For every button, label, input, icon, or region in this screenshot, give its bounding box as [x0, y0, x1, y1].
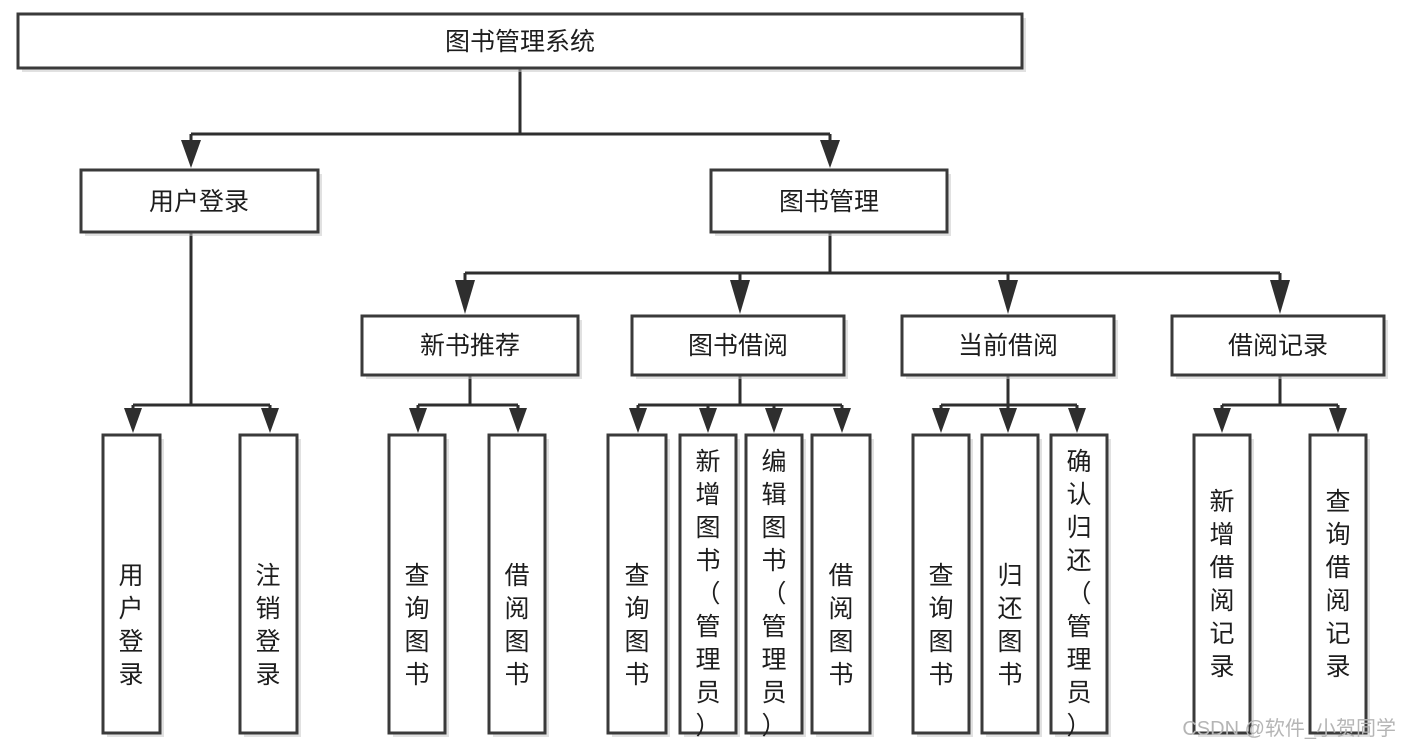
- arrow-userlogin-leaf-1: [124, 408, 142, 433]
- node-borrow-records[interactable]: 借阅记录: [1170, 314, 1388, 379]
- leaf-borrow-3-label: 编辑图书（管理员）: [761, 448, 786, 740]
- node-book-management-rect: [709, 168, 949, 234]
- leaf-borrow-2[interactable]: 新增图书（管理员）: [678, 433, 740, 740]
- leaf-borrow-3[interactable]: 编辑图书（管理员）: [744, 433, 806, 740]
- leaf-records-1-label: 新增借阅记录: [1209, 488, 1234, 681]
- leaf-user-login-2[interactable]: 注销登录: [238, 433, 301, 737]
- leaf-records-2-label: 查询借阅记录: [1325, 488, 1350, 681]
- leaf-current-3-rect: [1049, 433, 1109, 735]
- leaf-borrow-1-rect: [606, 433, 668, 735]
- leaf-current-2[interactable]: 归还图书: [980, 433, 1042, 737]
- leaf-records-2-rect: [1308, 433, 1368, 735]
- node-new-book-recommend-label: 新书推荐: [420, 332, 520, 360]
- node-root-system[interactable]: 图书管理系统: [16, 12, 1026, 72]
- arrow-borrow-leaf-1: [629, 408, 647, 433]
- arrow-bookmgmt-to-current: [998, 280, 1018, 314]
- node-current-borrow[interactable]: 当前借阅: [900, 314, 1118, 379]
- arrow-current-leaf-1: [932, 408, 950, 433]
- leaf-current-2-label: 归还图书: [997, 562, 1022, 689]
- leaf-new-book-2-rect: [487, 433, 547, 735]
- leaf-user-login-2-label: 注销登录: [255, 562, 280, 689]
- arrow-current-leaf-3: [1068, 408, 1086, 433]
- node-root-label: 图书管理系统: [445, 28, 595, 56]
- arrow-newbook-leaf-2: [509, 408, 527, 433]
- arrow-bookmgmt-to-borrow: [730, 280, 750, 314]
- leaf-current-2-rect: [980, 433, 1040, 735]
- leaf-borrow-4-label: 借阅图书: [828, 562, 853, 689]
- node-book-borrow-label: 图书借阅: [688, 332, 788, 360]
- arrow-bookmgmt-to-records: [1270, 280, 1290, 314]
- node-new-book-recommend[interactable]: 新书推荐: [360, 314, 582, 379]
- node-user-login-label: 用户登录: [149, 188, 249, 216]
- node-book-borrow[interactable]: 图书借阅: [630, 314, 848, 379]
- leaf-current-1-rect: [911, 433, 971, 735]
- leaf-records-2[interactable]: 查询借阅记录: [1308, 433, 1370, 737]
- arrow-borrow-leaf-3: [765, 408, 783, 433]
- arrow-root-to-user-login: [181, 140, 201, 168]
- node-current-borrow-label: 当前借阅: [958, 332, 1058, 360]
- arrow-userlogin-leaf-2: [261, 408, 279, 433]
- node-borrow-records-label: 借阅记录: [1228, 332, 1328, 360]
- leaf-new-book-2[interactable]: 借阅图书: [487, 433, 549, 737]
- arrow-records-leaf-2: [1329, 408, 1347, 433]
- leaf-borrow-1-label: 查询图书: [624, 562, 649, 689]
- leaf-current-1-label: 查询图书: [928, 562, 953, 689]
- leaf-current-1[interactable]: 查询图书: [911, 433, 973, 737]
- leaf-new-book-1-label: 查询图书: [404, 562, 429, 689]
- node-user-login-rect: [79, 168, 320, 234]
- leaf-borrow-4-rect: [810, 433, 872, 735]
- leaf-new-book-1-rect: [387, 433, 447, 735]
- arrow-current-leaf-2: [999, 408, 1017, 433]
- leaf-current-3[interactable]: 确认归还（管理员）: [1049, 433, 1111, 740]
- arrow-bookmgmt-to-new-book: [455, 280, 475, 314]
- leaf-new-book-2-label: 借阅图书: [504, 562, 529, 689]
- arrow-newbook-leaf-1: [409, 408, 427, 433]
- leaf-new-book-1[interactable]: 查询图书: [387, 433, 449, 737]
- leaf-borrow-3-rect: [744, 433, 804, 735]
- csdn-watermark: CSDN @软件_小贺同学: [1182, 717, 1396, 740]
- node-book-borrow-rect: [630, 314, 846, 377]
- node-user-login[interactable]: 用户登录: [79, 168, 322, 236]
- arrow-records-leaf-1: [1213, 408, 1231, 433]
- arrow-root-to-book-mgmt: [820, 140, 840, 168]
- node-new-book-recommend-rect: [360, 314, 580, 377]
- node-book-management[interactable]: 图书管理: [709, 168, 951, 236]
- leaf-borrow-1[interactable]: 查询图书: [606, 433, 670, 737]
- leaf-user-login-1-label: 用户登录: [118, 562, 143, 689]
- arrow-borrow-leaf-4: [833, 408, 851, 433]
- leaf-borrow-4[interactable]: 借阅图书: [810, 433, 874, 737]
- node-borrow-records-rect: [1170, 314, 1386, 377]
- node-root-rect: [16, 12, 1024, 70]
- leaf-current-3-label: 确认归还（管理员）: [1066, 448, 1091, 740]
- arrow-borrow-leaf-2: [699, 408, 717, 433]
- leaf-user-login-1[interactable]: 用户登录: [101, 433, 164, 737]
- leaf-user-login-2-rect: [238, 433, 299, 735]
- node-current-borrow-rect: [900, 314, 1116, 377]
- leaf-user-login-1-rect: [101, 433, 162, 735]
- connector-layer: [124, 68, 1347, 433]
- leaf-borrow-2-label: 新增图书（管理员）: [695, 448, 720, 740]
- leaf-borrow-2-rect: [678, 433, 738, 735]
- node-book-management-label: 图书管理: [779, 188, 879, 216]
- leaf-records-1[interactable]: 新增借阅记录: [1192, 433, 1254, 737]
- leaf-records-1-rect: [1192, 433, 1252, 735]
